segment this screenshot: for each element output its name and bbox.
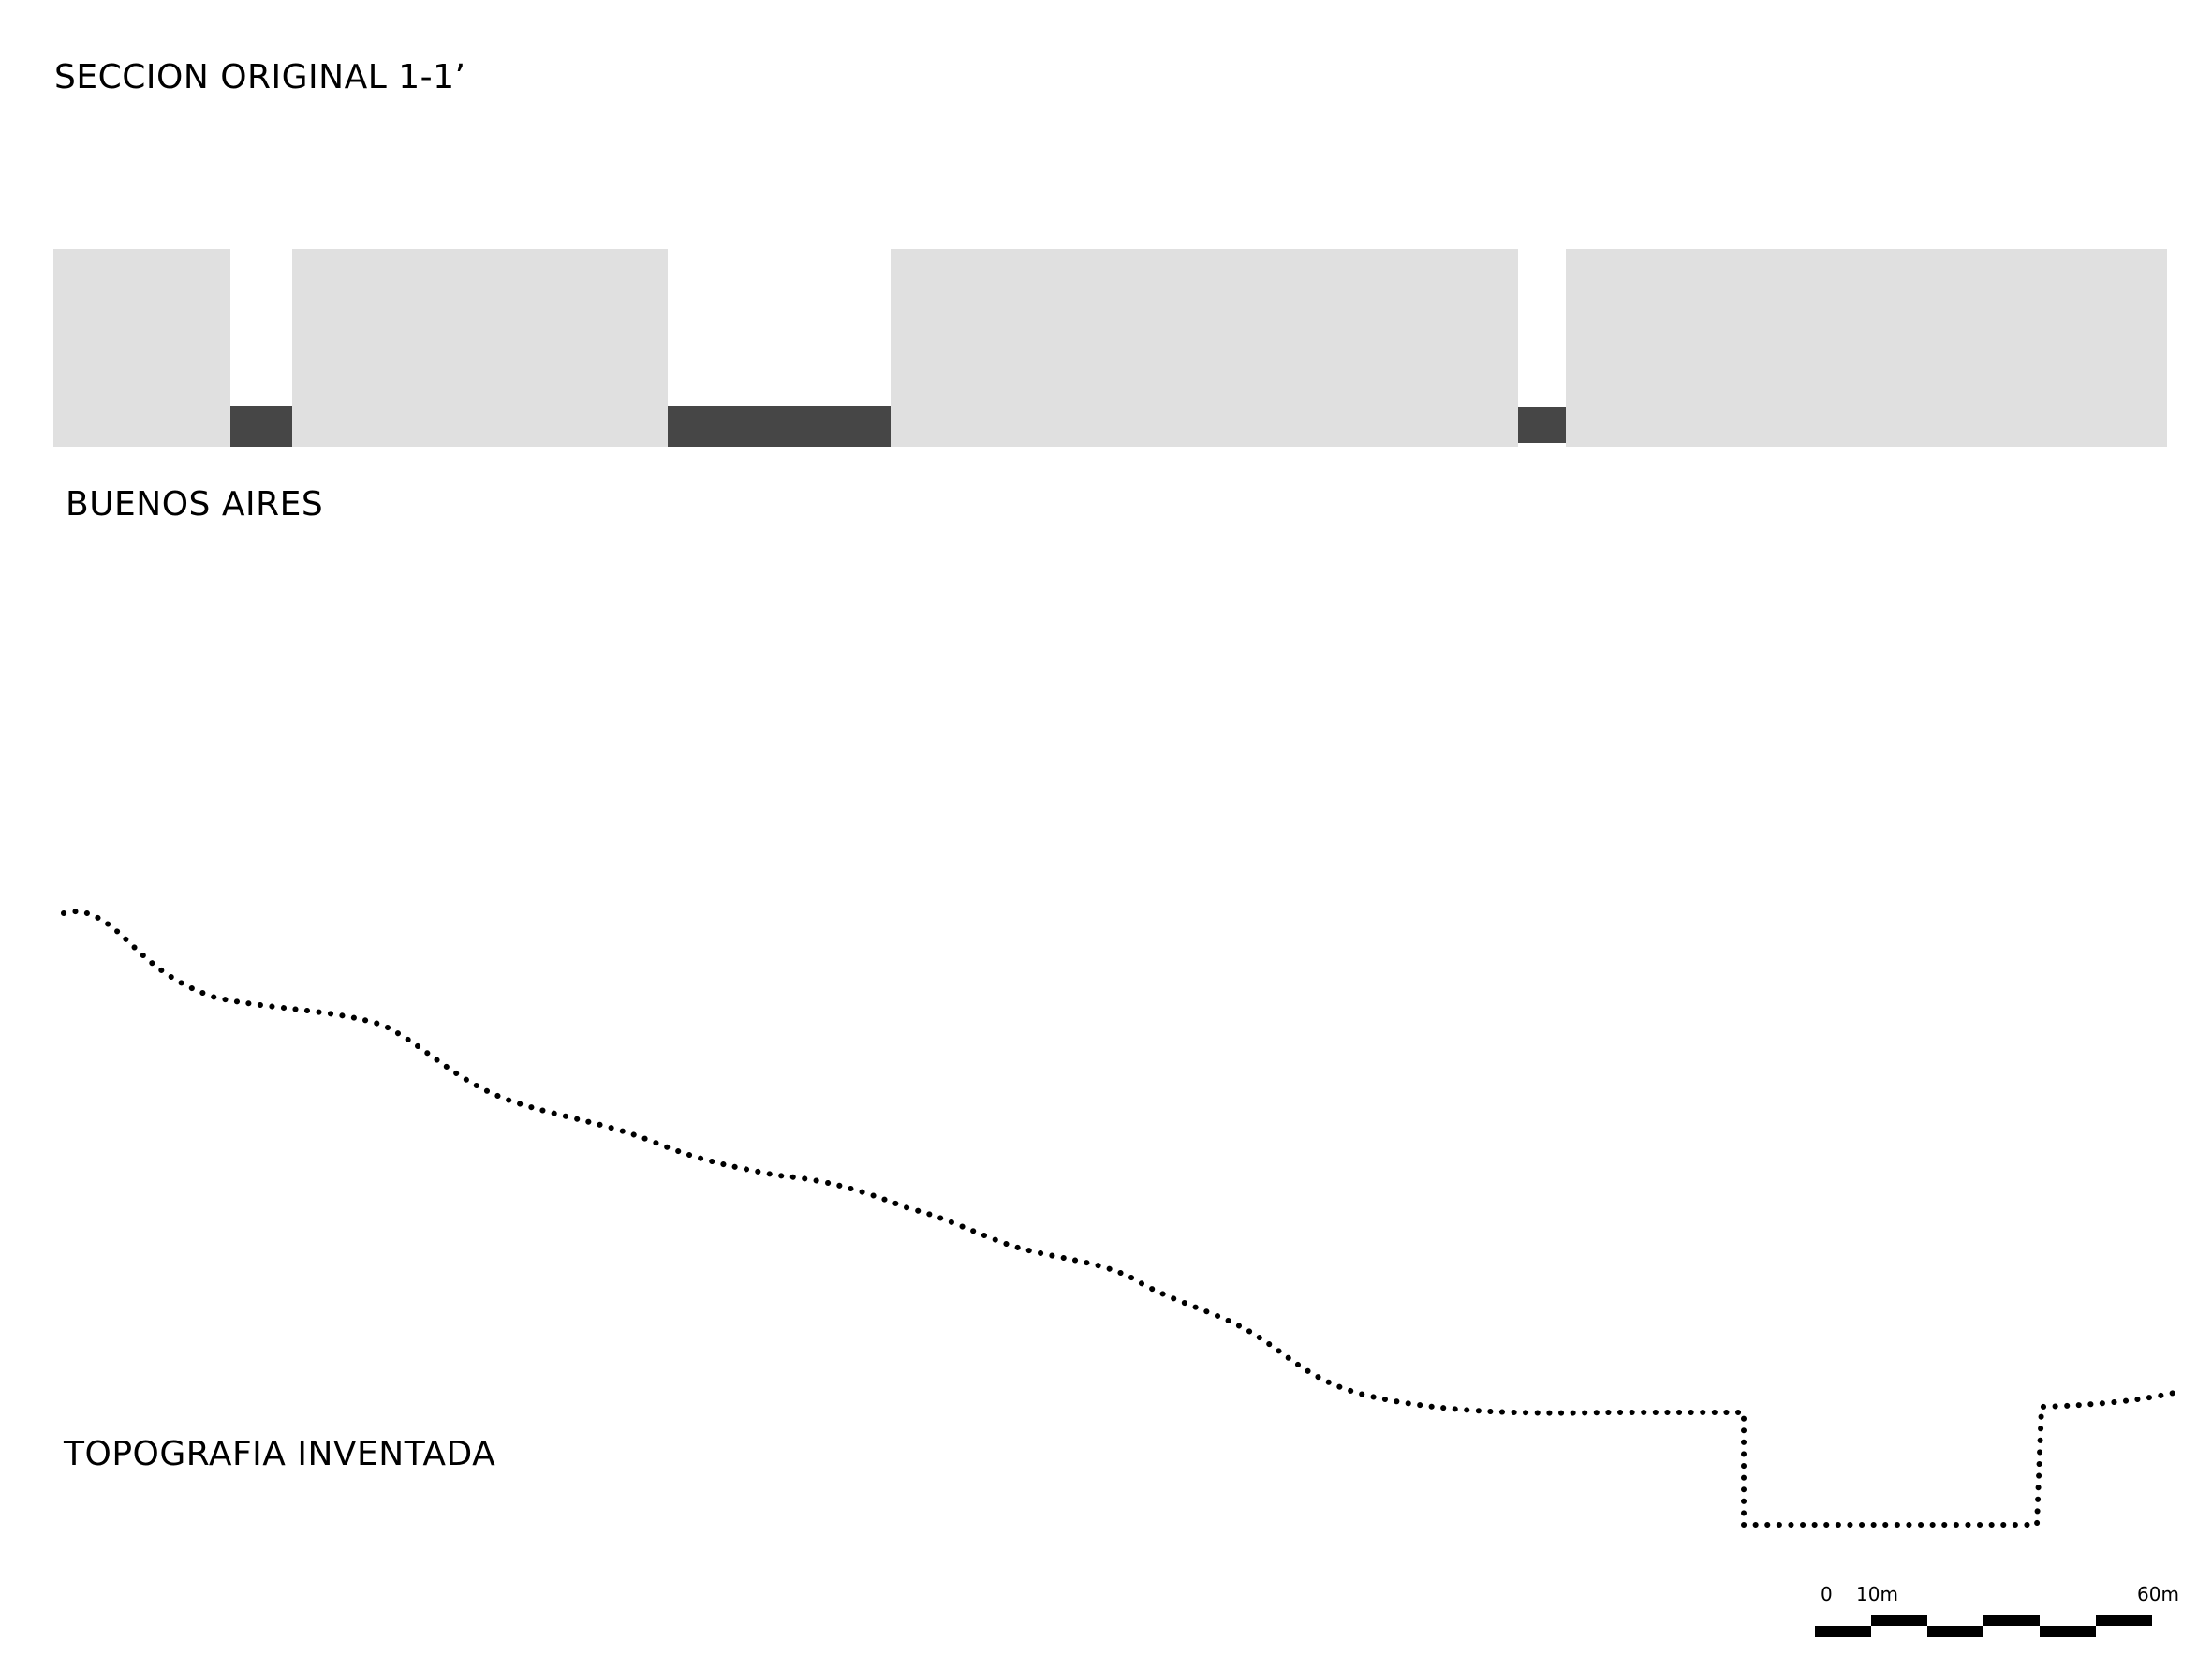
topography-label: TOPOGRAFIA INVENTADA [64,1435,496,1473]
scale-label-end: 60m [2137,1583,2179,1605]
scale-bar: 0 10m 60m [1807,1583,2201,1648]
street-segment [1518,407,1566,443]
scale-segment [1927,1626,1983,1637]
building-block [891,249,1518,447]
building-block [53,249,230,447]
scale-label-first: 10m [1856,1583,1898,1605]
scale-segment [1871,1615,1927,1626]
street-segment [230,406,292,447]
scale-segment [1983,1615,2040,1626]
building-block [292,249,668,447]
building-block [1566,249,2167,447]
scale-label-start: 0 [1821,1583,1833,1605]
scale-segment [2096,1615,2152,1626]
scale-segment [1815,1626,1871,1637]
street-segment [668,406,891,447]
scale-segment [2040,1626,2096,1637]
section-title: SECCION ORIGINAL 1-1’ [54,58,466,96]
city-label: BUENOS AIRES [66,485,324,524]
